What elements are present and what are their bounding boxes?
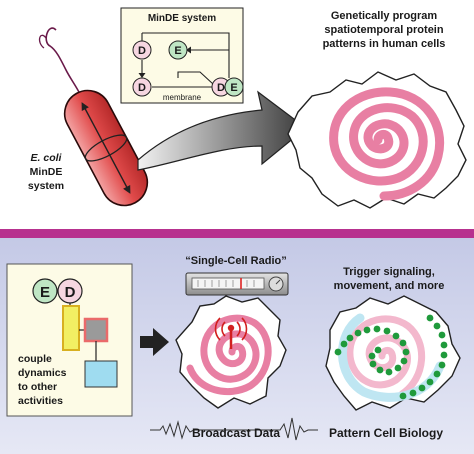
goal-line-2: spatiotemporal protein xyxy=(324,24,443,36)
node-e-cytosol xyxy=(168,40,188,60)
ecoli-label-line3: system xyxy=(28,180,64,192)
node-d-atp xyxy=(132,77,152,97)
yellow-module xyxy=(62,305,80,351)
node-d-cytosol xyxy=(132,40,152,60)
ecoli-cell xyxy=(38,27,149,207)
trigger-line-1: Trigger signaling, xyxy=(343,266,435,278)
antenna-icon xyxy=(214,317,248,349)
couple-line-2: dynamics xyxy=(18,367,67,379)
flagellum-tip xyxy=(38,34,47,49)
pattern-label: Pattern Cell Biology xyxy=(329,426,443,440)
coupling-panel: E D couple dynamics to other activities xyxy=(6,263,133,417)
node-de-d-label: D xyxy=(217,82,225,94)
membrane-label: membrane xyxy=(163,93,202,102)
trigger-line-2: movement, and more xyxy=(334,280,445,292)
gray-module xyxy=(83,317,109,343)
node-de-e xyxy=(224,77,244,97)
flagellum xyxy=(45,27,81,95)
minde-inset-title: MinDE system xyxy=(148,13,216,24)
radio-dial xyxy=(191,277,265,290)
oscillation-arrowhead-down xyxy=(123,184,131,194)
spiral-wave-top xyxy=(329,87,444,201)
cyan-module xyxy=(84,360,118,388)
spiral-wave-broadcast xyxy=(186,314,272,396)
arrowhead-to-e xyxy=(186,46,191,54)
broadcast-waveform xyxy=(150,417,318,441)
coupling-arrow xyxy=(140,328,169,356)
radio-title: “Single-Cell Radio” xyxy=(185,255,286,267)
node-de-e-label: E xyxy=(230,82,237,94)
ecoli-label-italic: E. coli xyxy=(31,152,63,164)
ed-node-e-label: E xyxy=(40,284,50,301)
goal-line-1: Genetically program xyxy=(331,10,438,22)
ed-node-e xyxy=(32,278,58,304)
node-e-cytosol-label: E xyxy=(174,45,181,57)
spiral-wave-pattern-pink xyxy=(346,315,425,398)
node-d-cytosol-label: D xyxy=(138,45,146,57)
radio-knob-mark xyxy=(275,279,281,285)
node-d-atp-label: D xyxy=(138,82,146,94)
minde-inset: MinDE system D E D D E membrane xyxy=(120,7,244,104)
pattern-dots xyxy=(334,314,448,400)
couple-line-1: couple xyxy=(18,353,52,365)
couple-line-4: activities xyxy=(18,395,63,407)
couple-line-3: to other xyxy=(18,381,57,393)
radio-device xyxy=(185,272,289,296)
goal-line-3: patterns in human cells xyxy=(323,38,446,50)
divider-band xyxy=(0,229,474,238)
oscillation-arrowhead-up xyxy=(81,102,89,112)
oscillation-axis xyxy=(82,105,130,191)
transfer-arrow xyxy=(137,90,307,171)
arrow-release-loop xyxy=(142,32,230,78)
arrow-e-to-de xyxy=(177,71,214,85)
broadcast-label: Broadcast Data xyxy=(192,426,280,440)
ecoli-label-line2: MinDE xyxy=(30,166,63,178)
ed-node-d-label: D xyxy=(65,284,76,301)
arrowhead-d-down xyxy=(138,73,146,78)
